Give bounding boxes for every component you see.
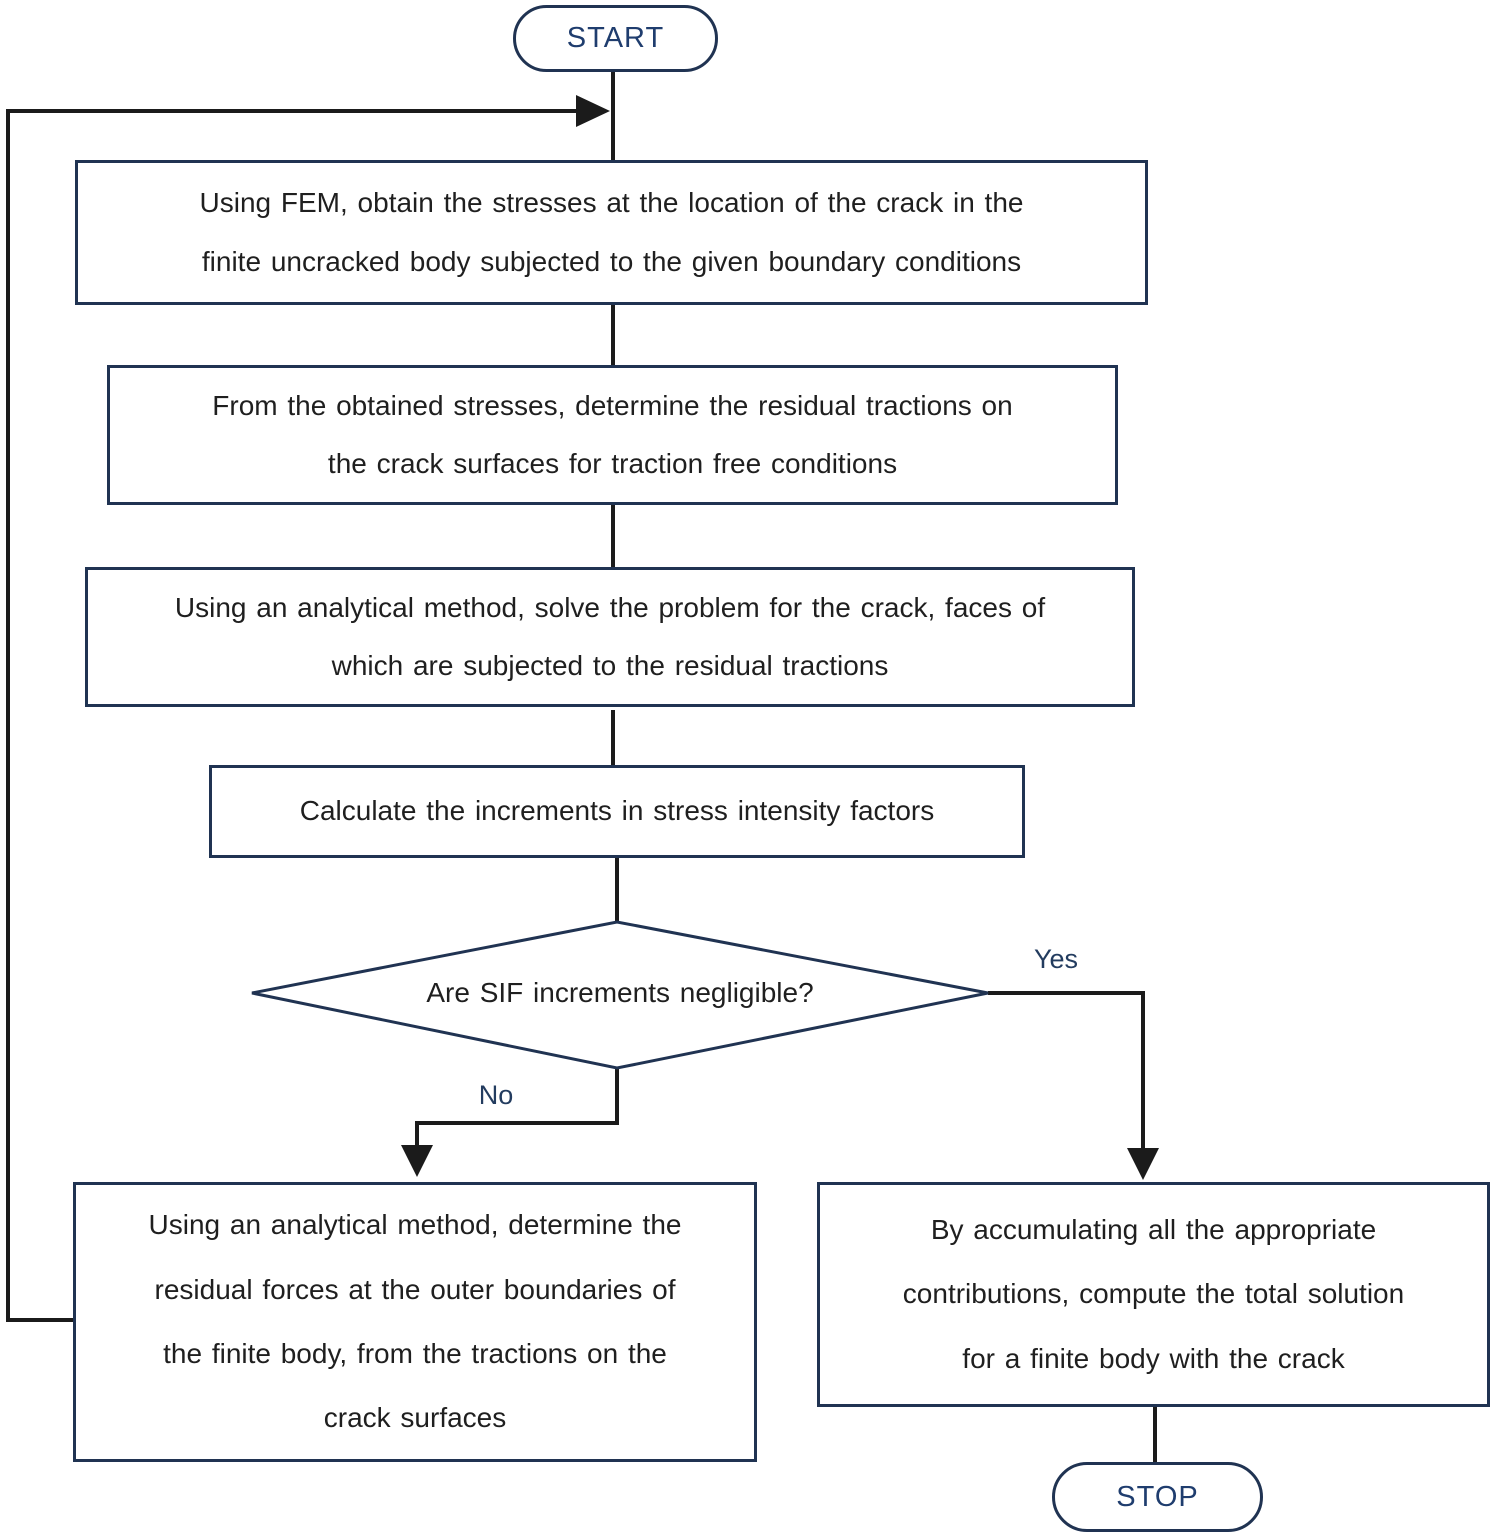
arrowhead-down-no-icon [401, 1145, 433, 1177]
stop-label: STOP [1116, 1480, 1199, 1513]
arrowhead-down-yes-icon [1127, 1148, 1159, 1180]
step-residual-tractions: From the obtained stresses, determine th… [107, 365, 1118, 505]
start-label: START [566, 22, 665, 55]
step-residual-forces: Using an analytical method, determine th… [73, 1182, 757, 1462]
step-fem-stresses: Using FEM, obtain the stresses at the lo… [75, 160, 1148, 305]
step-residual-tractions-text: From the obtained stresses, determine th… [212, 389, 1013, 479]
step-total-solution: By accumulating all the appropriate cont… [817, 1182, 1490, 1407]
step-fem-stresses-text: Using FEM, obtain the stresses at the lo… [199, 187, 1024, 277]
step-sif-increments-text: Calculate the increments in stress inten… [299, 795, 935, 827]
no-branch-label: No [478, 1080, 514, 1110]
arrowhead-right-loop-icon [576, 95, 610, 127]
step-sif-increments: Calculate the increments in stress inten… [209, 765, 1025, 858]
start-terminal: START [513, 5, 718, 72]
connector-no-branch [415, 1068, 619, 1147]
step-solve-crack: Using an analytical method, solve the pr… [85, 567, 1135, 707]
yes-branch-label: Yes [1033, 944, 1079, 974]
connector-yes-branch [988, 991, 1145, 1150]
decision-sif-negligible: Are SIF increments negligible? [320, 966, 920, 1020]
decision-question-text: Are SIF increments negligible? [426, 977, 814, 1008]
step-solve-crack-text: Using an analytical method, solve the pr… [174, 591, 1046, 681]
step-total-solution-text: By accumulating all the appropriate cont… [902, 1213, 1405, 1374]
connector-loop-back [6, 109, 578, 1322]
decision-diamond-shape [251, 920, 989, 1070]
stop-terminal: STOP [1052, 1462, 1263, 1532]
step-residual-forces-text: Using an analytical method, determine th… [148, 1209, 682, 1434]
